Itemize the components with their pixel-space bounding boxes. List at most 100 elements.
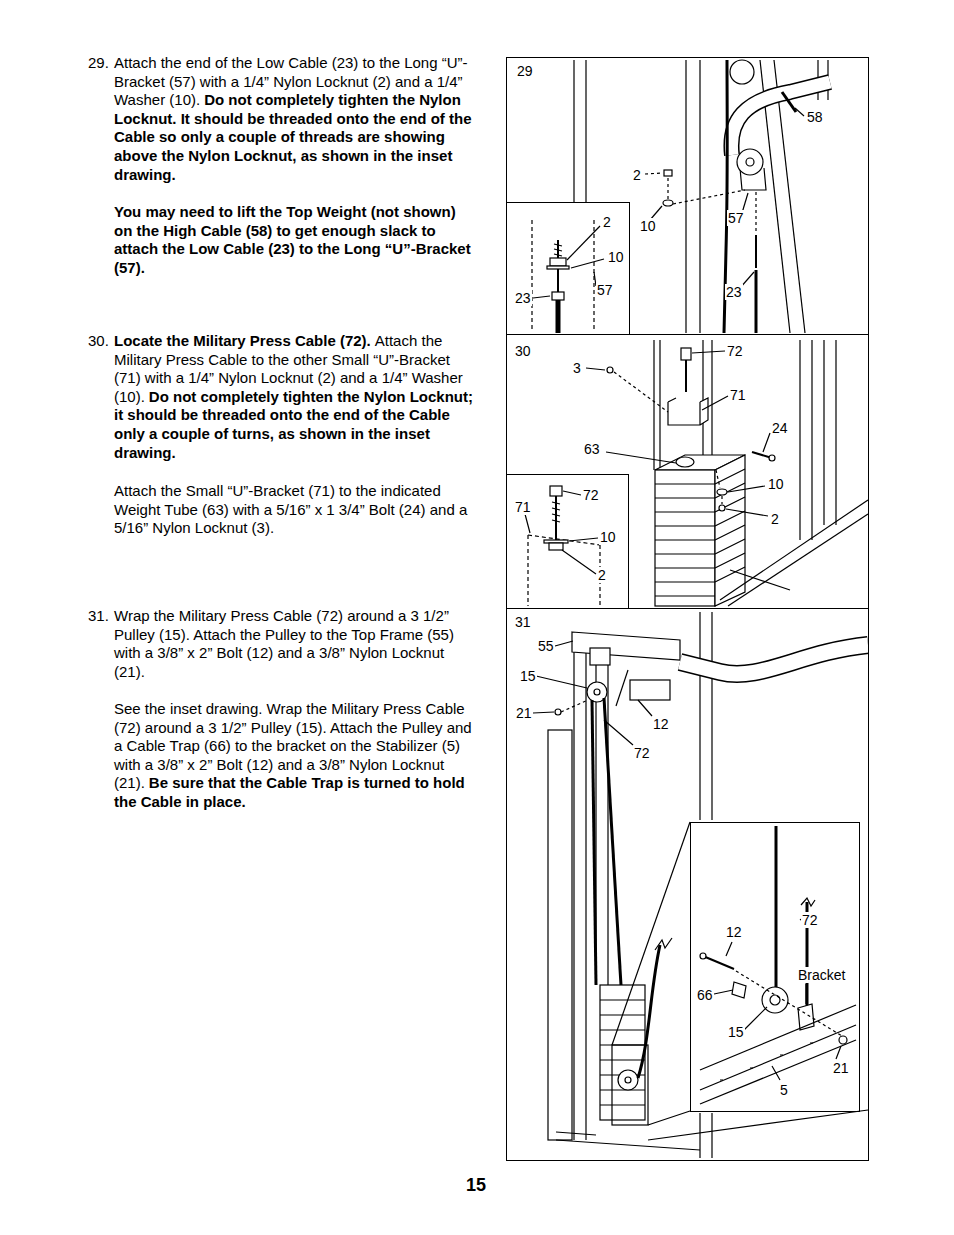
tower-frame xyxy=(561,700,588,712)
nut-washer xyxy=(673,190,745,204)
tower-frame xyxy=(533,612,868,1158)
inset-detail xyxy=(700,953,706,959)
callout-number: 5 xyxy=(779,1082,789,1098)
tower-frame xyxy=(590,648,610,665)
tower-frame xyxy=(648,1111,690,1125)
high-cable xyxy=(724,60,796,333)
callout-number: 12 xyxy=(652,716,670,732)
callout-number: 58 xyxy=(806,109,824,125)
inset-detail xyxy=(703,956,734,969)
nut-washer xyxy=(667,178,668,199)
instruction-text: Do not completely tighten the Nylon Lock… xyxy=(114,388,473,461)
tower-frame xyxy=(533,641,652,745)
instruction-paragraph: Wrap the Military Press Cable (72) aroun… xyxy=(114,607,478,681)
callout-number: 23 xyxy=(514,290,532,306)
callout-number: Bracket xyxy=(797,967,846,983)
step-number: 30. xyxy=(88,332,109,351)
u-bracket xyxy=(681,348,691,360)
inset-detail xyxy=(700,1040,856,1104)
callout-number: 21 xyxy=(515,705,533,721)
weight-stack xyxy=(653,340,654,470)
weight-stack xyxy=(655,484,715,596)
weight-stack xyxy=(659,340,660,470)
callout-number: 10 xyxy=(767,476,785,492)
callout-number: 3 xyxy=(572,360,582,376)
callout-number: 12 xyxy=(725,924,743,940)
callout-number: 57 xyxy=(727,210,745,226)
pulley-bracket xyxy=(746,158,754,166)
callout-number: 2 xyxy=(770,511,780,527)
tower-frame xyxy=(699,1113,700,1158)
step-number: 31 xyxy=(514,614,532,630)
weight-stack xyxy=(715,455,745,606)
inset-detail xyxy=(556,300,561,333)
weight-stack xyxy=(711,340,712,455)
tower-frame xyxy=(556,1110,868,1150)
frame-tubes xyxy=(685,60,686,333)
callout-number: 10 xyxy=(599,529,617,545)
instruction-paragraph: Attach the Small “U”-Bracket (71) to the… xyxy=(114,482,478,538)
weight-stack xyxy=(811,340,812,540)
tower-frame xyxy=(573,640,574,1140)
weight-stack xyxy=(720,500,868,600)
tower-frame xyxy=(630,680,670,700)
instruction-paragraph: You may need to lift the Top Weight (not… xyxy=(114,203,478,277)
tower-frame xyxy=(655,938,672,950)
weight-stack xyxy=(730,570,790,590)
u-bracket xyxy=(586,351,770,516)
tower-frame xyxy=(638,945,660,1078)
step-number: 29 xyxy=(516,63,534,79)
callout-number: 2 xyxy=(597,567,607,583)
upper-arm xyxy=(730,60,830,155)
pulley-bracket xyxy=(755,270,758,333)
weight-stack xyxy=(728,514,868,606)
instruction-text: Locate the Military Press Cable (72). xyxy=(114,332,371,349)
u-bracket xyxy=(717,489,727,495)
frame-tubes xyxy=(573,60,574,202)
callout-number: 72 xyxy=(633,745,651,761)
u-bracket xyxy=(607,367,613,373)
inset-detail xyxy=(700,826,856,1104)
tower-frame xyxy=(711,612,712,820)
u-bracket xyxy=(719,505,725,511)
instruction-paragraph: Locate the Military Press Cable (72).Att… xyxy=(114,332,478,462)
inset-detail xyxy=(714,914,841,1080)
inset-detail xyxy=(532,220,604,333)
weight-stack xyxy=(676,457,694,467)
inset-detail xyxy=(528,535,600,545)
callout-number: 66 xyxy=(696,987,714,1003)
inset-detail xyxy=(550,486,562,496)
inset-detail xyxy=(525,491,598,574)
pulley-bracket xyxy=(755,235,757,268)
callout-number: 63 xyxy=(583,441,601,457)
upper-arm xyxy=(730,60,754,84)
callout-number: 10 xyxy=(607,249,625,265)
pulley-bracket xyxy=(737,149,766,333)
instruction-text: Wrap the Military Press Cable (72) aroun… xyxy=(114,607,454,680)
weight-stack xyxy=(655,470,715,606)
callout-number: 15 xyxy=(727,1024,745,1040)
u-bracket xyxy=(614,372,722,504)
tower-frame xyxy=(612,822,690,1045)
step-panel: 295821057232102357 xyxy=(506,57,869,335)
inset-detail xyxy=(554,244,562,256)
nut-washer xyxy=(663,200,673,206)
weight-stack xyxy=(823,340,824,525)
u-bracket xyxy=(685,360,687,392)
page-number: 15 xyxy=(466,1176,486,1195)
step-panel: 303727124631027271102 xyxy=(506,334,869,609)
tower-frame xyxy=(625,1077,631,1083)
callout-number: 23 xyxy=(725,284,743,300)
tower-frame xyxy=(612,1045,648,1125)
tower-frame xyxy=(594,689,600,695)
weight-stack xyxy=(654,340,868,606)
frame-tubes xyxy=(699,60,700,333)
inset-detail xyxy=(775,826,778,990)
weight-stack xyxy=(835,340,836,525)
callout-number: 72 xyxy=(726,343,744,359)
inset-detail xyxy=(732,982,746,998)
inset-panel: 2102357 xyxy=(506,202,630,335)
inset-detail xyxy=(547,266,569,269)
callout-number: 21 xyxy=(832,1060,850,1076)
inset-detail xyxy=(552,292,564,300)
